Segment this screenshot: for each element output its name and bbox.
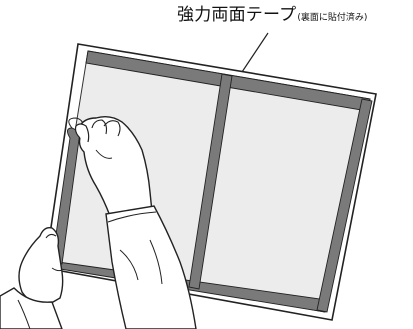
tape-right [316,98,373,313]
callout-leader-line [239,32,269,76]
callout-note: (裏面に貼付済み) [297,13,368,23]
right-hand [74,115,197,329]
callout-label: 強力両面テープ(裏面に貼付済み) [177,7,367,24]
callout-title: 強力両面テープ [177,5,297,25]
tape-left [51,127,81,265]
left-hand [0,226,64,329]
tape-center [188,73,233,290]
